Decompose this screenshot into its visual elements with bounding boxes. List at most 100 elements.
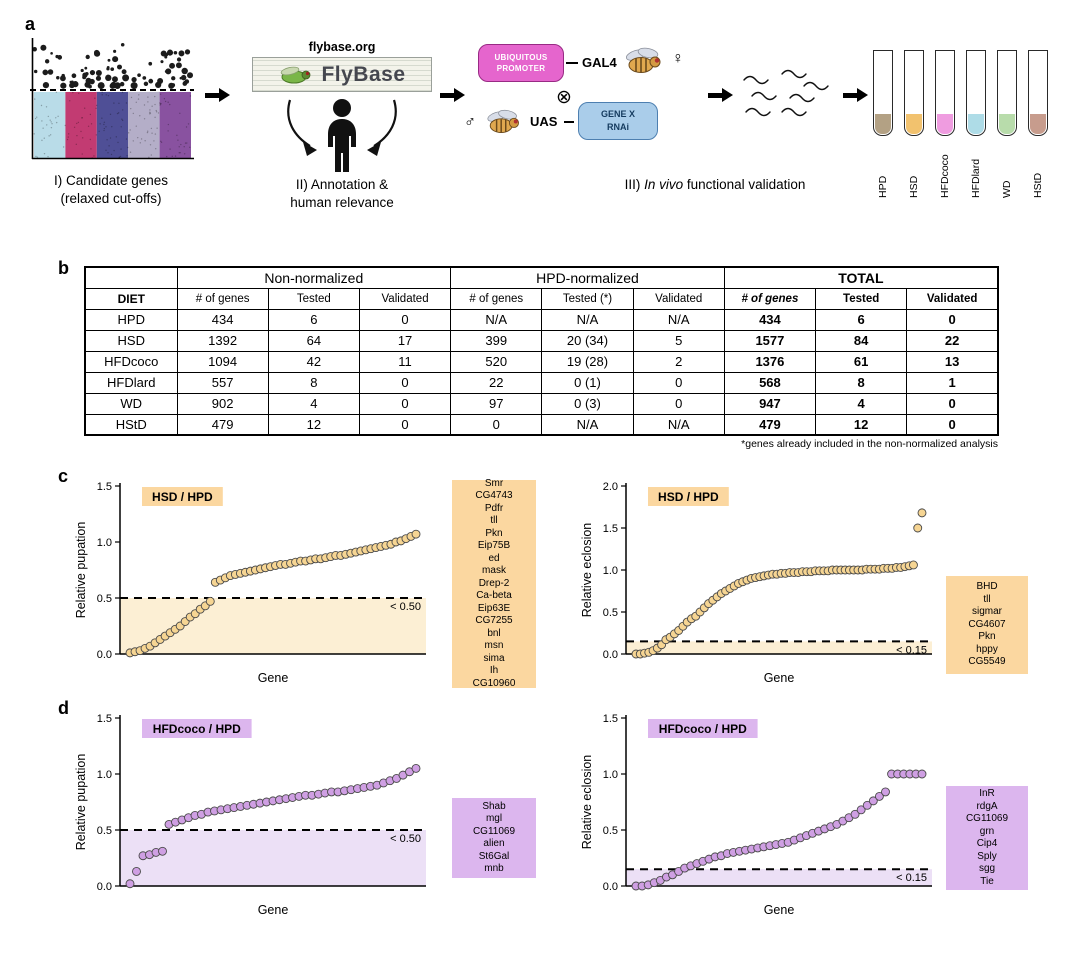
data-point	[850, 809, 860, 819]
y-tick-label: 1.0	[97, 537, 112, 549]
gene-x-rnai-box: GENE X RNAi	[578, 102, 658, 140]
table-cell: 6	[815, 308, 908, 331]
threshold-label: < 0.50	[390, 601, 421, 613]
y-tick-label: 0.0	[97, 649, 112, 661]
tube-liquid	[967, 114, 984, 134]
table-cell: 399	[450, 329, 543, 352]
gene-name: alien	[483, 838, 505, 849]
data-point	[411, 763, 421, 773]
table-cell: 0	[358, 413, 452, 436]
test-tube-icon	[1027, 50, 1048, 136]
table-group-header: Non-normalized	[176, 266, 452, 289]
human-annotator-icon	[287, 99, 397, 172]
chart-title-badge	[648, 487, 729, 506]
tube-liquid	[874, 114, 891, 134]
gene-name: CG11069	[472, 825, 516, 837]
table-cell: 97	[450, 392, 543, 415]
threshold-shade	[626, 869, 932, 886]
y-tick-label: 1.5	[603, 713, 618, 725]
male-fly-icon	[487, 109, 519, 133]
table-cell: 20 (34)	[541, 329, 634, 352]
gal4-label: GAL4	[582, 55, 617, 70]
table-cell: 22	[450, 371, 543, 394]
table-diet-header: DIET	[84, 287, 178, 310]
table-cell: 479	[176, 413, 269, 436]
tube-liquid	[1029, 114, 1046, 134]
gene-name: ed	[488, 552, 500, 564]
female-symbol: ♀	[672, 50, 684, 67]
test-tube-icon	[965, 50, 986, 136]
x-axis-label: Gene	[764, 671, 795, 685]
manhattan-plot	[28, 36, 196, 173]
gene-name: rdgA	[976, 800, 998, 812]
test-tube-icon	[934, 50, 955, 136]
gene-name: Pdfr	[484, 502, 504, 514]
table-cell: 557	[176, 371, 269, 394]
table-cell: 2	[632, 350, 725, 373]
table-cell: 5	[632, 329, 725, 352]
tube-label: WD	[1000, 180, 1013, 199]
diet-cell: HFDlard	[84, 371, 178, 394]
step1-caption: I) Candidate genes (relaxed cut-offs)	[16, 172, 206, 207]
table-cell: 1094	[176, 350, 269, 373]
x-axis-label: Gene	[258, 671, 289, 685]
gene-x-line2: RNAi	[607, 122, 629, 132]
table-column-header: Validated	[906, 287, 999, 310]
table-column-header: # of genes	[176, 287, 269, 310]
table-cell: N/A	[541, 413, 634, 436]
table-cell: 434	[723, 308, 817, 331]
table-column-header: Tested	[267, 287, 360, 310]
table-cell: 13	[906, 350, 999, 373]
table-cell: 11	[358, 350, 452, 373]
gene-name: msn	[484, 640, 504, 652]
panel-a-label: a	[25, 14, 36, 34]
table-cell: 520	[450, 350, 543, 373]
test-tube-icon	[872, 50, 893, 136]
table-cell: 17	[358, 329, 452, 352]
y-tick-label: 0.5	[97, 825, 112, 837]
panel-c-label: c	[58, 466, 69, 486]
step3-caption: III) In vivo functional validation	[545, 176, 885, 194]
table-cell: 42	[267, 350, 360, 373]
gene-name: CG4743	[475, 490, 513, 502]
data-point	[205, 596, 215, 606]
female-fly-icon	[625, 47, 661, 73]
tube-label: HStD	[1031, 172, 1044, 198]
gene-name: CG10960	[472, 677, 516, 689]
table-corner-cell	[84, 266, 178, 289]
data-point	[881, 787, 890, 797]
table-column-header: Tested (*)	[541, 287, 634, 310]
test-tube-icon	[903, 50, 924, 136]
threshold-shade	[120, 598, 426, 654]
gene-name: Smr	[484, 477, 504, 489]
gene-name: sima	[483, 652, 505, 664]
table-cell: 6	[267, 308, 360, 331]
y-tick-label: 0.0	[97, 881, 112, 893]
table-cell: 1577	[723, 329, 817, 352]
data-point	[158, 846, 167, 856]
data-point	[917, 769, 927, 779]
step3-rest: functional validation	[683, 177, 806, 192]
table-cell: 22	[906, 329, 999, 352]
chart-title: HSD / HPD	[658, 490, 719, 504]
gene-name: mgl	[485, 813, 503, 824]
gene-name: Shab	[482, 800, 506, 812]
gene-x-line1: GENE X	[600, 109, 635, 120]
tube-label: HFDcoco	[938, 154, 951, 198]
gene-name: Ih	[489, 665, 499, 677]
flybase-banner: FlyBase	[252, 57, 432, 92]
step2-caption-line1: II) Annotation &	[295, 177, 389, 192]
table-cell: 568	[723, 371, 817, 394]
connector-line	[564, 121, 574, 123]
promoter-line2: PROMOTER	[496, 64, 546, 73]
table-cell: N/A	[632, 413, 725, 436]
diet-tube: HFDcoco	[934, 50, 955, 198]
manhattan-svg	[30, 38, 194, 160]
